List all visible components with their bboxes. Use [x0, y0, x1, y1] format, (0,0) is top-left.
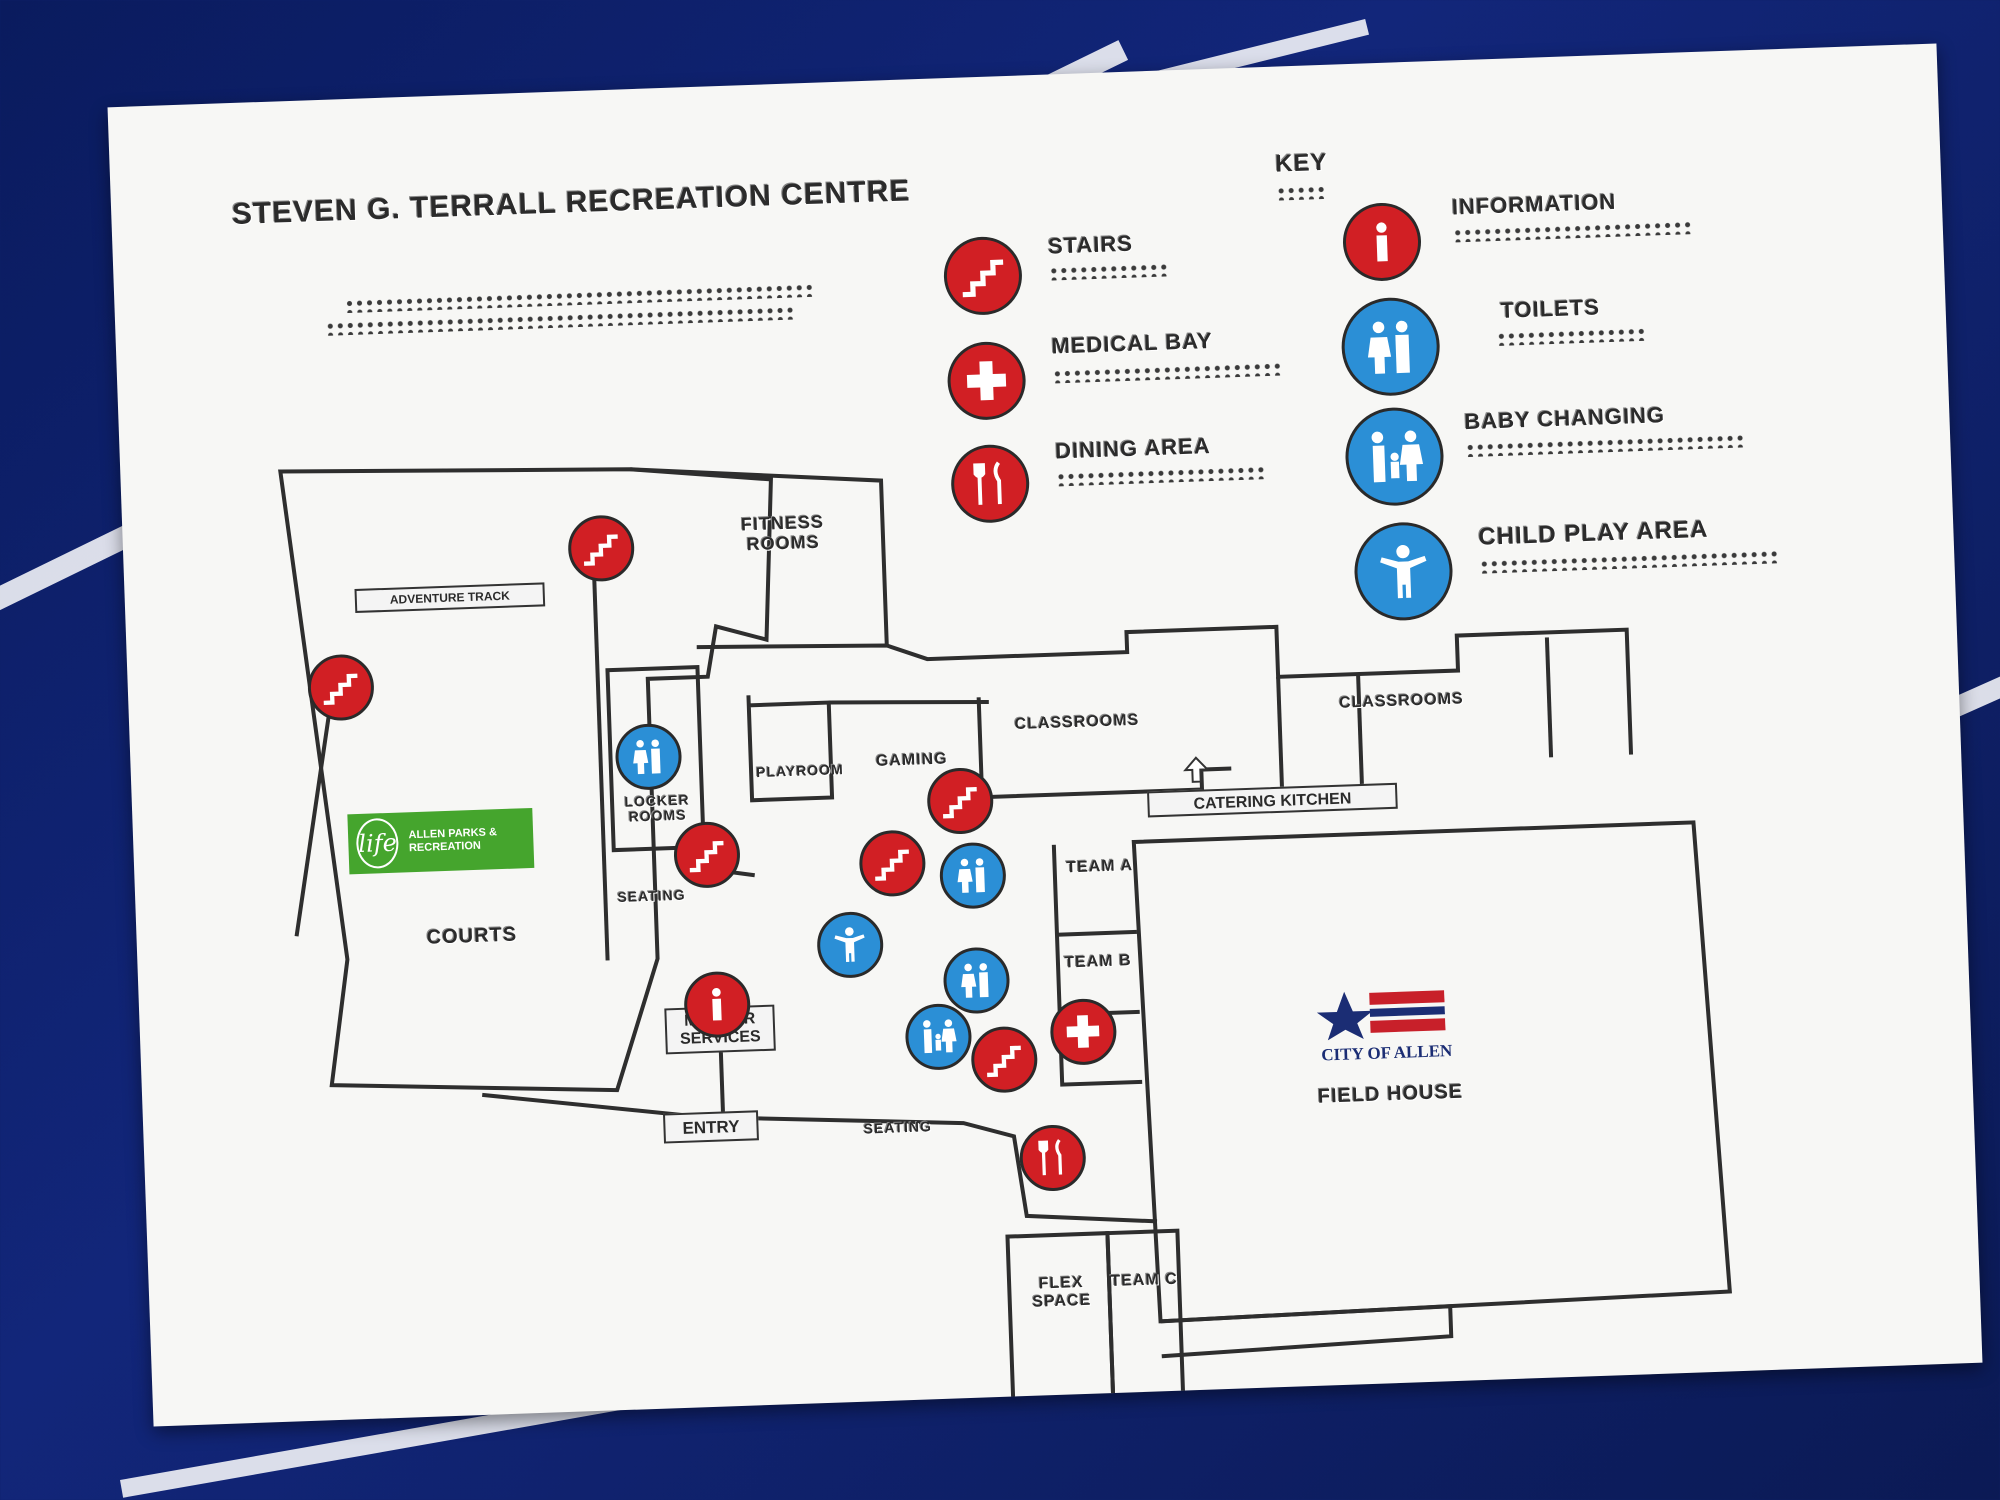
- room-locker: LOCKER ROOMS: [624, 791, 690, 825]
- room-seating-1: SEATING: [617, 886, 686, 906]
- toilets-marker: [614, 722, 683, 791]
- field-house-wall: [1131, 820, 1732, 1324]
- legend-toilets-symbol: [1339, 296, 1442, 398]
- baby-changing-icon: [1371, 430, 1423, 483]
- information-icon: [1376, 222, 1388, 262]
- stairs-icon: [324, 673, 358, 706]
- legend-toilets-label: TOILETS: [1500, 294, 1601, 323]
- stairs-icon: [875, 849, 910, 882]
- room-entry: ENTRY: [662, 1110, 759, 1144]
- life-logo-mark: life: [355, 817, 400, 870]
- toilets-marker: [938, 841, 1007, 910]
- classroom-divider: [1276, 676, 1284, 787]
- baby-changing-marker: [904, 1002, 973, 1072]
- legend-stairs-symbol: [942, 235, 1024, 317]
- legend-dining-symbol: [949, 443, 1031, 525]
- gaming-wall: [828, 699, 989, 705]
- stairs-icon: [584, 534, 619, 567]
- classroom-divider: [1544, 637, 1554, 758]
- lower-wall: [1160, 1304, 1454, 1359]
- room-playroom: PLAYROOM: [755, 761, 844, 781]
- life-logo-tagline: ALLEN PARKS & RECREATION: [408, 826, 498, 855]
- legend-stairs-label: STAIRS: [1047, 230, 1134, 259]
- stairs-marker: [926, 766, 995, 836]
- toilets-marker: [942, 946, 1011, 1015]
- room-flex-space: FLEX SPACE: [1032, 1273, 1092, 1311]
- child-play-icon: [1379, 544, 1427, 599]
- fitness-wall: [630, 467, 889, 646]
- legend-child-play-symbol: [1352, 520, 1455, 623]
- floor-plan: [278, 467, 1732, 1409]
- stairs-icon: [690, 841, 724, 873]
- medical-marker: [1049, 997, 1118, 1066]
- flex-space-wall: [1005, 1231, 1116, 1409]
- room-team-a: TEAM A: [1065, 857, 1134, 877]
- child-play-icon: [834, 927, 866, 963]
- team-room-divider: [1056, 929, 1137, 937]
- toilets-icon: [961, 963, 989, 999]
- playroom-wall: [746, 695, 835, 803]
- room-team-c: TEAM C: [1110, 1270, 1179, 1291]
- classroom-divider: [1356, 673, 1364, 785]
- information-icon: [712, 988, 723, 1021]
- medical-cross-icon: [1067, 1015, 1100, 1049]
- toilets-icon: [957, 858, 986, 894]
- legend-baby-changing-symbol: [1343, 405, 1446, 508]
- stairs-icon: [962, 259, 1004, 298]
- stairs-icon: [987, 1046, 1022, 1078]
- courts-wall: [278, 467, 773, 1093]
- information-marker: [683, 970, 752, 1039]
- team-room-wall: [1051, 844, 1143, 1087]
- arrow-up-icon: [1183, 756, 1210, 783]
- toilets-icon: [633, 739, 661, 775]
- locker-room-wall: [605, 665, 706, 853]
- baby-changing-icon: [923, 1019, 958, 1054]
- legend-information-symbol: [1341, 201, 1423, 283]
- key-title: KEY: [1274, 148, 1329, 178]
- medical-cross-icon: [966, 361, 1007, 401]
- key-braille: [1276, 184, 1327, 201]
- stairs-marker: [970, 1025, 1039, 1094]
- stairs-marker: [306, 653, 376, 722]
- room-team-b: TEAM B: [1063, 952, 1132, 972]
- team-c-wall: [1105, 1228, 1186, 1406]
- tactile-map-board: STEVEN G. TERRALL RECREATION CENTRE KEY …: [107, 43, 1983, 1427]
- dining-icon: [1038, 1139, 1063, 1176]
- room-gaming: GAMING: [875, 750, 948, 770]
- child-play-marker: [816, 910, 885, 980]
- stairs-marker: [858, 829, 927, 898]
- allen-parks-logo: life ALLEN PARKS & RECREATION: [347, 807, 535, 875]
- entry-wall: [718, 1046, 726, 1117]
- courts-inner: [592, 575, 610, 961]
- legend-medical-symbol: [946, 340, 1027, 422]
- toilets-icon: [1367, 320, 1410, 374]
- dining-marker: [1018, 1123, 1087, 1193]
- dining-icon: [973, 461, 1002, 505]
- room-courts: COURTS: [426, 923, 518, 949]
- stairs-icon: [943, 787, 978, 819]
- north-wall: [696, 624, 1634, 755]
- stairs-marker: [672, 820, 742, 890]
- room-seating-2: SEATING: [863, 1118, 933, 1137]
- room-fitness: FITNESS ROOMS: [740, 511, 825, 555]
- stairs-marker: [567, 514, 636, 583]
- city-of-allen-flag-icon: [1316, 990, 1446, 1041]
